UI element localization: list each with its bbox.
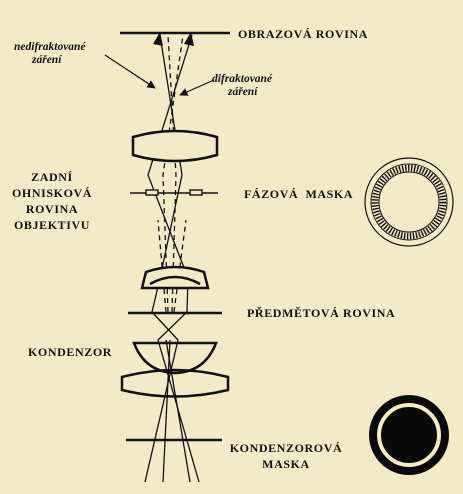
back-focal-plane-label: ZADNÍ OHNISKOVÁ ROVINA OBJEKTIVU [6,169,98,233]
condenser-label: KONDENZOR [28,345,113,359]
ray-arrowhead [153,32,163,46]
diffracted-label-line1: difraktované [212,73,273,85]
diffracted-pointer-arrow [179,79,215,96]
condenser-mask-label-line1: KONDENZOROVÁ [229,441,343,455]
objective-lens [131,129,219,163]
condenser-mask-annulus-icon [369,395,449,475]
image-plane-label: OBRAZOVÁ ROVINA [238,27,369,41]
diffracted-label-line2: záření [228,86,258,98]
undiffracted-pointer-arrow [104,54,156,89]
back-focal-plane-label-line2: OHNISKOVÁ [11,186,93,200]
condenser-mask-label-line2: MASKA [262,457,310,471]
condenser-lenses [120,341,230,398]
phase-mask-ring-icon [364,157,454,247]
phase-mask-label: FÁZOVÁ MASKA [244,187,354,201]
ray-arrowhead [184,32,194,46]
back-focal-plane-label-line1: ZADNÍ [31,170,73,184]
undiffracted-label-line2: záření [32,54,62,66]
object-plane-label: PŘEDMĚTOVÁ ROVINA [247,306,396,320]
back-focal-plane-label-line3: ROVINA [25,202,79,216]
diffracted-label: difraktované záření [212,73,272,99]
condenser-mask-label: KONDENZOROVÁ MASKA [228,440,344,472]
undiffracted-label-line1: nedifraktované [14,41,86,53]
lower-objective-lens [140,265,210,290]
back-focal-plane-label-line4: OBJEKTIVU [13,218,91,232]
phase-mask-plate [130,189,218,196]
undiffracted-label: nedifraktované záření [14,41,86,67]
